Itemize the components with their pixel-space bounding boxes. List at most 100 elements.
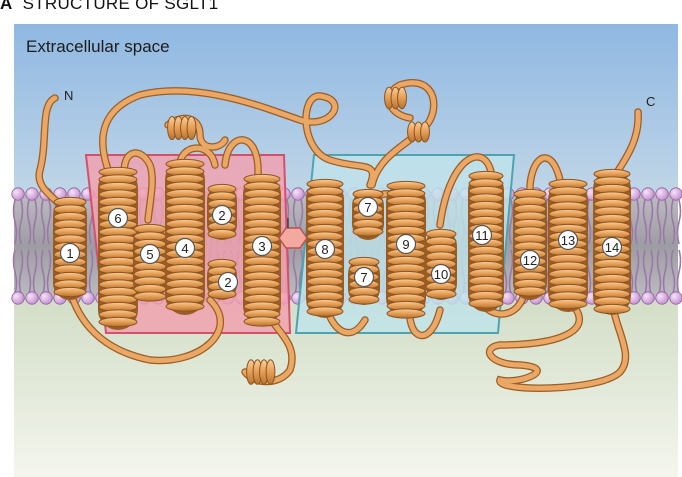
lipid-head (25, 291, 39, 305)
substrate-hexagon (278, 227, 308, 249)
loop-coil-knot (167, 115, 197, 141)
helix-label: 6 (114, 211, 121, 226)
lipid-tail (676, 249, 682, 295)
lipid-head (655, 291, 669, 305)
lipid-tail (642, 249, 648, 295)
lipid-tail (508, 249, 514, 295)
helix-label-badge (314, 238, 336, 260)
lipid-head (641, 187, 655, 201)
helix-label: 14 (605, 240, 619, 255)
lipid-tail (634, 249, 640, 295)
lipid-tail (18, 249, 24, 295)
lipid-tail (676, 199, 682, 245)
lipid-head (11, 291, 25, 305)
helix-label: 13 (561, 233, 575, 248)
helix-14 (513, 188, 547, 300)
lipid-tail (662, 249, 668, 295)
helix-label-badge (217, 271, 239, 293)
helix-label: 10 (434, 267, 448, 282)
lipid-tail (40, 249, 46, 295)
helix-label: 11 (475, 228, 489, 243)
lipid-tail (662, 199, 668, 245)
lipid-tail (642, 199, 648, 245)
lipid-tail (634, 199, 640, 245)
loop-10-11 (437, 154, 495, 228)
helix-label-badge (357, 196, 379, 218)
lipid-tail (88, 249, 94, 295)
lipid-tail (670, 199, 676, 245)
helix-label: 2 (224, 275, 231, 290)
figure-title: A STRUCTURE OF SGLT1 (0, 0, 218, 14)
helix-label-badge (211, 204, 233, 226)
panel-letter: A (0, 0, 13, 13)
helix-12 (425, 228, 457, 300)
lipid-tail (508, 199, 514, 245)
lipid-tail (292, 249, 298, 295)
helix-labels: 1 6 5 4 2 2 3 8 7 7 9 10 11 12 13 14 (59, 196, 623, 293)
loop-2-3 (222, 137, 261, 178)
helix-label-badge (251, 235, 273, 257)
helix-label-badge (601, 236, 623, 258)
helix-label: 5 (146, 247, 153, 262)
helix-label: 1 (66, 246, 73, 261)
lipid-tail (40, 199, 46, 245)
lipid-tail (670, 249, 676, 295)
helix-label: 3 (258, 239, 265, 254)
lipid-tail (648, 199, 654, 245)
lipid-head (655, 187, 669, 201)
title-text: STRUCTURE OF SGLT1 (22, 0, 219, 13)
lipid-tail (656, 199, 662, 245)
helix-label: 7 (364, 200, 371, 215)
loop-1-6 (67, 287, 223, 363)
lipid-tail (32, 199, 38, 245)
loop-12-13 (527, 155, 563, 198)
loop-13-14 (487, 297, 628, 391)
helix-label: 8 (321, 242, 328, 257)
helix-label-badge (107, 207, 129, 229)
lipid-tail (12, 199, 18, 245)
helix-2 (98, 166, 138, 330)
lipid-tail (32, 249, 38, 295)
helix-label-badge (519, 249, 541, 271)
lipid-tail (18, 199, 24, 245)
helix-label-badge (471, 224, 493, 246)
helix-label-badge (174, 237, 196, 259)
lipid-head (25, 187, 39, 201)
loop-top-long (100, 88, 375, 188)
lipid-head (641, 291, 655, 305)
extracellular-label: Extracellular space (26, 37, 170, 56)
helix-label-badge (139, 243, 161, 265)
lipid-tail (46, 249, 52, 295)
lipid-head (669, 291, 682, 305)
loop-coils (167, 86, 430, 385)
loop-coil-knot (384, 86, 407, 110)
lipid-head (291, 187, 305, 201)
helix-label: 4 (181, 241, 188, 256)
lipid-tail (656, 249, 662, 295)
helix-label-badge (353, 266, 375, 288)
helix-label-badge (59, 242, 81, 264)
lipid-head (39, 291, 53, 305)
lipid-tail (46, 199, 52, 245)
lipid-head (11, 187, 25, 201)
lipid-head (81, 291, 95, 305)
helix-label: 7 (360, 270, 367, 285)
lipid-tail (26, 249, 32, 295)
loop-coil-knot (246, 359, 276, 385)
n-terminus-label: N (64, 88, 73, 103)
lipid-tail (648, 249, 654, 295)
helix-label: 9 (402, 237, 409, 252)
helix-label-badge (395, 233, 417, 255)
lipid-head (669, 187, 682, 201)
helix-label-badge (557, 229, 579, 251)
helix-label-badge (430, 263, 452, 285)
helix-label: 12 (523, 253, 537, 268)
c-terminus-label: C (646, 94, 655, 109)
helix-label: 2 (218, 208, 225, 223)
lipid-tail (12, 249, 18, 295)
lipid-tail (26, 199, 32, 245)
loop-coil-knot (407, 121, 430, 143)
helix-4 (165, 158, 205, 315)
loop-6-5 (121, 150, 155, 223)
